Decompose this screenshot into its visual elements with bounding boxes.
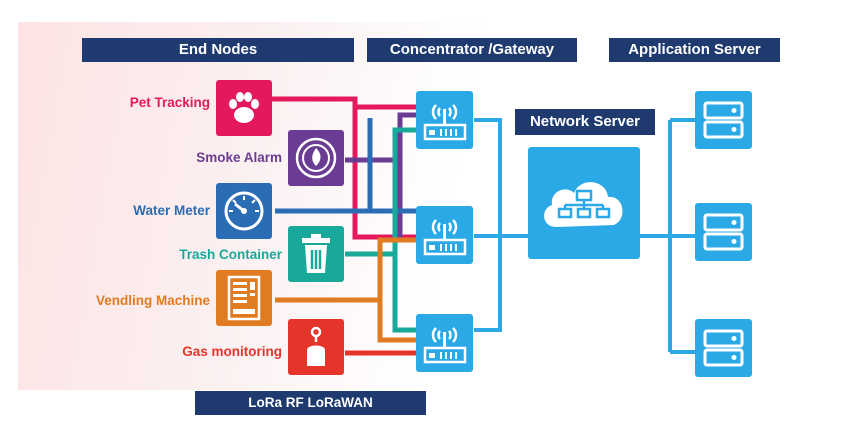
gateway-antenna-icon [423, 219, 467, 256]
label-trash-container: Trash Container [179, 247, 282, 262]
wire-vending-machine [275, 237, 416, 343]
header-gateway: Concentrator /Gateway [367, 38, 577, 62]
network-server [528, 147, 640, 259]
cloud-network-icon [544, 182, 623, 227]
server-icon [703, 101, 744, 139]
wire-trash-container [345, 127, 416, 333]
network-server-label: Network Server [515, 109, 655, 135]
gateway-3 [416, 314, 473, 372]
wire-backhaul [474, 118, 695, 354]
label-smoke-alarm: Smoke Alarm [196, 150, 282, 165]
trash-can-icon [288, 226, 344, 282]
server-icon [703, 213, 744, 251]
app-server-3 [695, 319, 752, 377]
gateway-1 [416, 91, 473, 149]
app-server-2 [695, 203, 752, 261]
header-application-server: Application Server [609, 38, 780, 62]
label-gas-monitoring: Gas monitoring [182, 344, 282, 359]
label-water-meter: Water Meter [133, 203, 210, 218]
gas-sensor-icon [288, 319, 344, 375]
water-meter-icon [216, 183, 272, 239]
vending-machine-icon [216, 270, 272, 326]
header-end-nodes: End Nodes [82, 38, 354, 62]
gateway-antenna-icon [423, 327, 467, 364]
gateway-antenna-icon [423, 104, 467, 141]
lora-footer-label: LoRa RF LoRaWAN [195, 391, 426, 415]
label-vending-machine: Vendling Machine [95, 293, 210, 308]
server-icon [703, 329, 744, 367]
gateway-2 [416, 206, 473, 264]
paw-icon [216, 80, 272, 136]
smoke-alarm-icon [288, 130, 344, 186]
app-server-1 [695, 91, 752, 149]
label-pet-tracking: Pet Tracking [129, 95, 210, 110]
